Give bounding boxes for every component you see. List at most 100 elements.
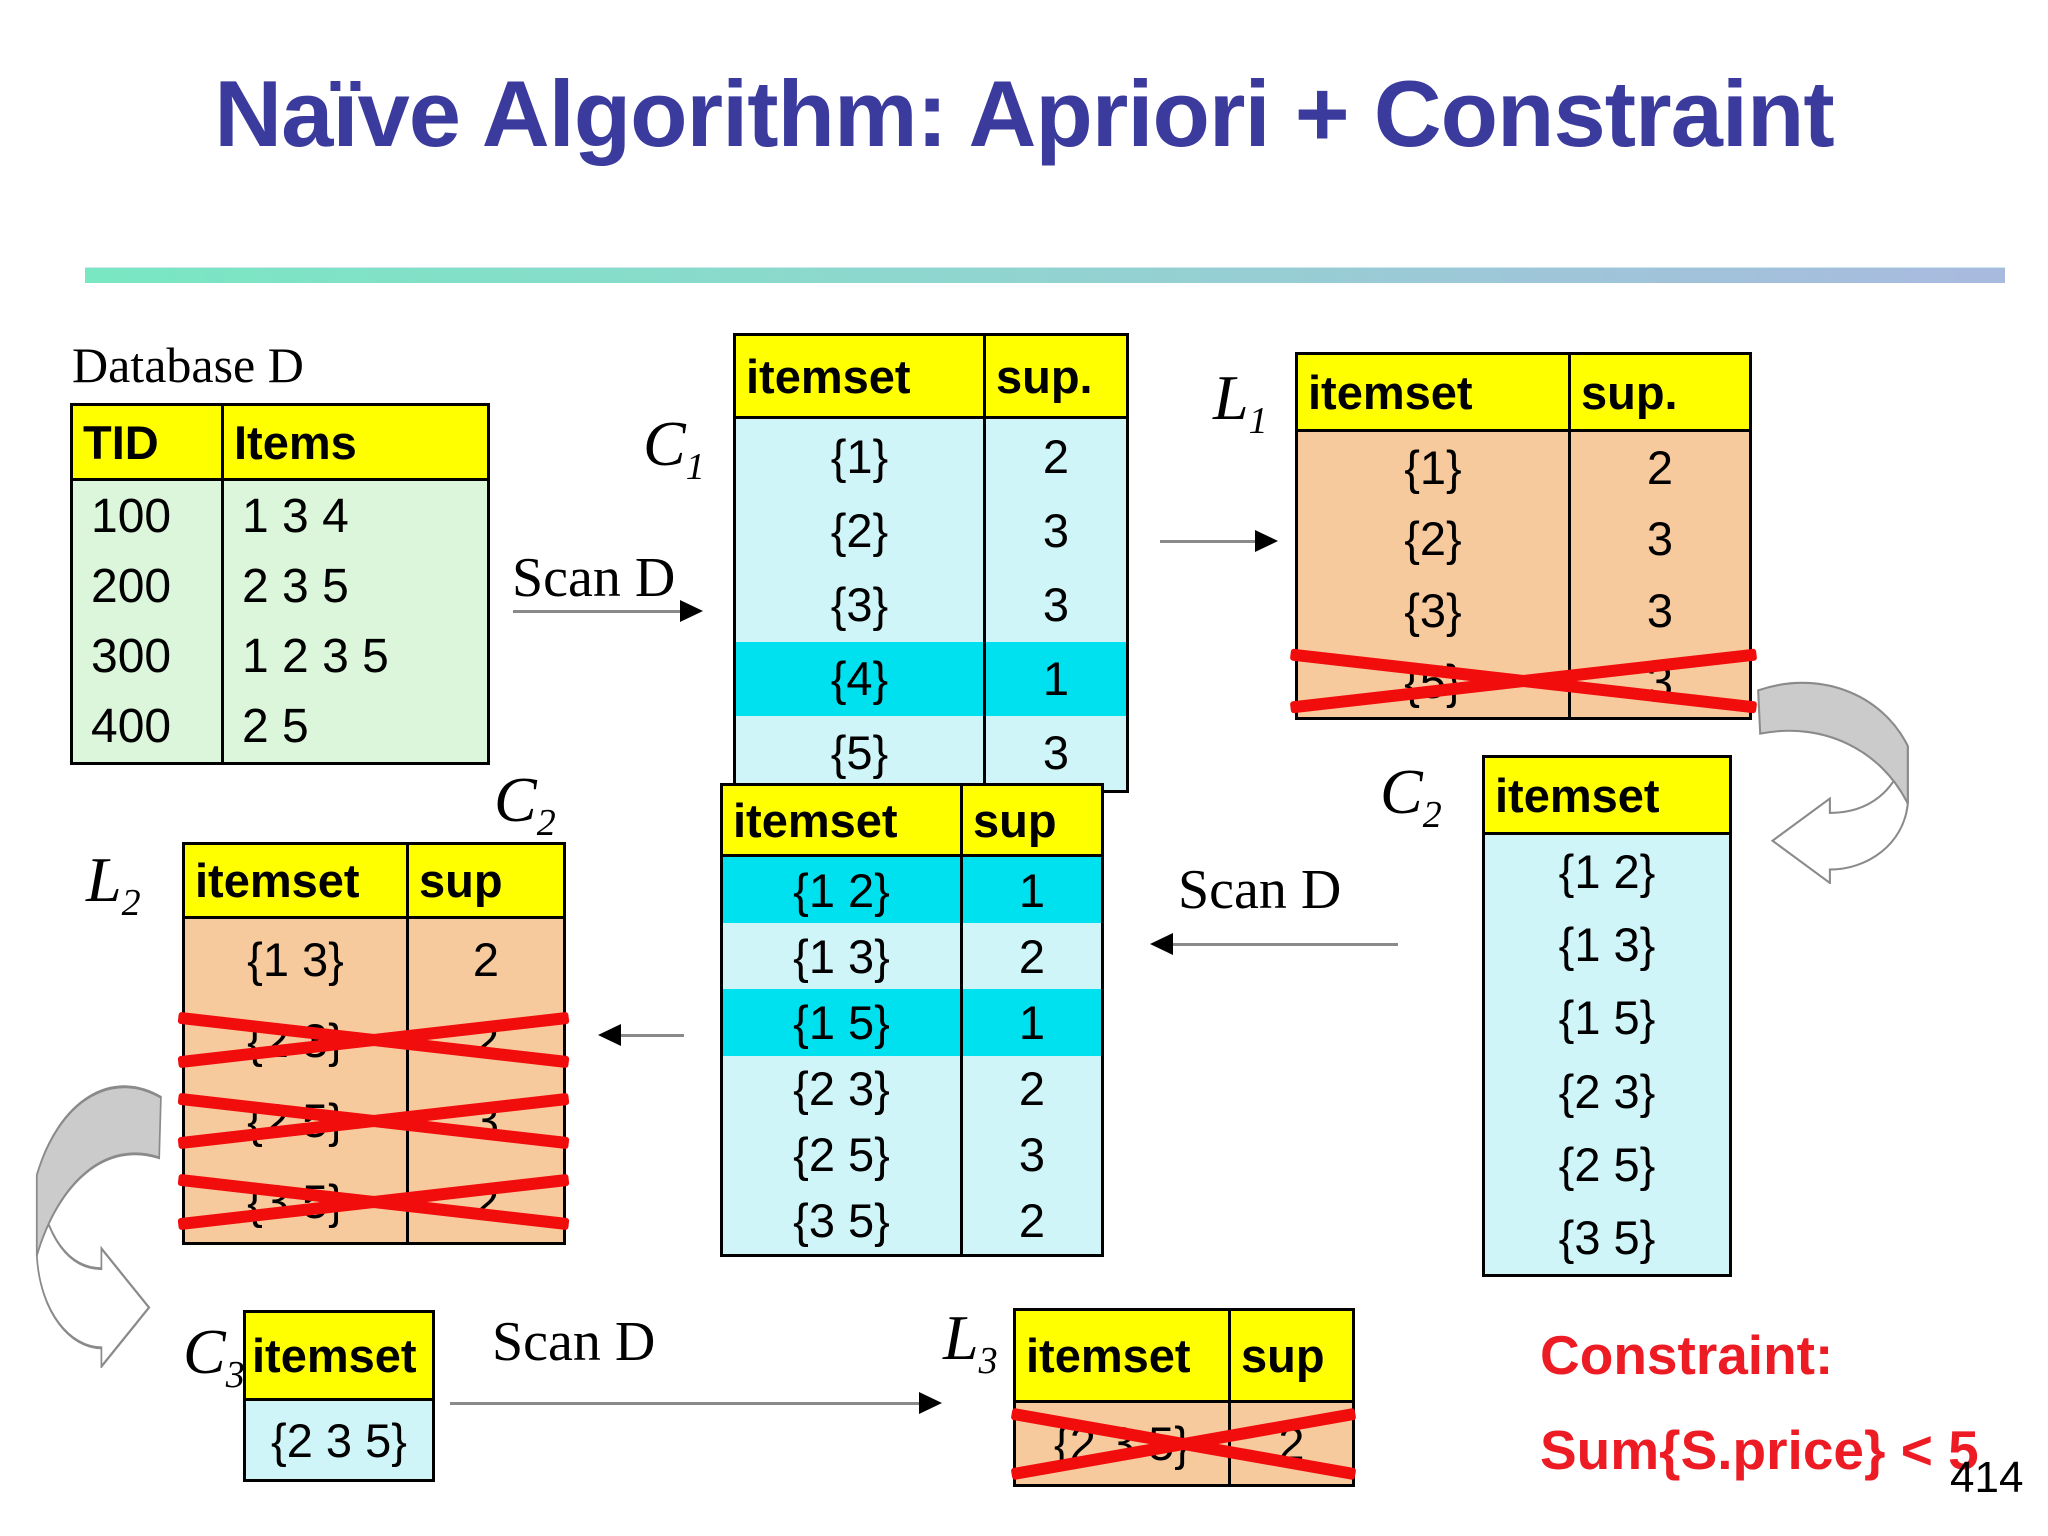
label-l1: L1 bbox=[1213, 366, 1268, 440]
table-row: {2 5} bbox=[1485, 1128, 1729, 1201]
column-header: itemset bbox=[252, 1329, 417, 1382]
table-cell: {1 3} bbox=[1558, 918, 1656, 972]
table-row: {2 3 5}2 bbox=[1010, 1403, 1358, 1484]
set-letter: L bbox=[943, 1302, 979, 1373]
table-cell: {2} bbox=[830, 503, 889, 557]
curved-arrow-icon bbox=[35, 1085, 162, 1368]
scan-d-label: Scan D bbox=[1178, 859, 1342, 921]
table-body: {1 2}1{1 3}2{1 5}1{2 3}2{2 5}3{3 5}2 bbox=[723, 857, 1101, 1255]
table-cell: 300 bbox=[91, 630, 172, 684]
table-cell: 2 bbox=[983, 419, 1126, 494]
set-letter: L bbox=[1213, 362, 1249, 433]
table-cell: 2 bbox=[406, 999, 563, 1081]
set-subscript: 2 bbox=[121, 881, 141, 924]
table-cell: 400 bbox=[91, 700, 172, 754]
scan-d-label: Scan D bbox=[512, 547, 676, 609]
set-subscript: 2 bbox=[1422, 793, 1442, 836]
table-cell: 3 bbox=[983, 715, 1126, 791]
table-row: {2 5}3 bbox=[178, 1080, 570, 1162]
table-header-row: itemset sup bbox=[185, 845, 563, 919]
table-body: {2 3 5}2 bbox=[1010, 1403, 1358, 1484]
table-header-row: itemset bbox=[1485, 758, 1729, 835]
table-cell: 1 3 4 bbox=[221, 481, 487, 552]
table-header-row: itemset sup. bbox=[1298, 355, 1749, 432]
label-c1: C1 bbox=[643, 412, 705, 486]
column-header: itemset bbox=[733, 793, 898, 847]
table-cell: {2 5} bbox=[247, 1094, 344, 1148]
table-cell: 2 bbox=[1228, 1403, 1352, 1484]
table-cell: 2 bbox=[960, 923, 1101, 990]
table-row: {1 3}2 bbox=[185, 919, 563, 1000]
table-row: {1 2} bbox=[1485, 835, 1729, 908]
table-cell: {1 2} bbox=[793, 863, 890, 917]
column-header: sup bbox=[960, 786, 1101, 854]
table-cell: 1 bbox=[960, 989, 1101, 1056]
label-c3: C3 bbox=[183, 1320, 245, 1394]
table-cell: 2 bbox=[1568, 432, 1749, 504]
scan-d-label: Scan D bbox=[492, 1311, 656, 1373]
table-row: {1 5} 1 bbox=[723, 989, 1101, 1056]
table-cell: {3} bbox=[1404, 583, 1462, 637]
table-cell: 2 5 bbox=[221, 691, 487, 762]
database-label: Database D bbox=[72, 337, 304, 393]
set-subscript: 3 bbox=[225, 1353, 245, 1396]
table-body: {1}2{2}3{3}3{5}3 bbox=[1289, 432, 1758, 717]
table-c3: itemset {2 3 5} bbox=[243, 1310, 435, 1482]
table-cell: 2 bbox=[406, 919, 563, 1000]
table-body: {2 3 5} bbox=[246, 1401, 432, 1479]
table-row: {1 5} bbox=[1485, 981, 1729, 1054]
table-cell: {1 5} bbox=[1558, 991, 1656, 1045]
table-c2-candidates: itemset {1 2}{1 3}{1 5}{2 3}{2 5}{3 5} bbox=[1482, 755, 1732, 1277]
set-letter: C bbox=[183, 1316, 226, 1387]
column-header: itemset bbox=[1026, 1329, 1191, 1382]
table-l1: itemset sup. {1}2{2}3{3}3{5}3 bbox=[1289, 352, 1758, 720]
set-letter: C bbox=[643, 408, 686, 479]
column-header: sup. bbox=[983, 336, 1126, 416]
arrow-right-icon bbox=[513, 600, 703, 622]
table-cell: {2 5} bbox=[1558, 1137, 1656, 1191]
table-cell: {2} bbox=[1404, 512, 1462, 566]
arrow-right-icon bbox=[1160, 530, 1278, 552]
table-cell: 3 bbox=[983, 567, 1126, 642]
table-cell: 1 bbox=[960, 857, 1101, 924]
table-row: {3}3 bbox=[736, 567, 1126, 642]
table-row: 400 2 5 bbox=[73, 691, 487, 762]
column-header: itemset bbox=[1495, 768, 1660, 822]
slide-title: Naïve Algorithm: Apriori + Constraint bbox=[214, 61, 1834, 166]
table-cell: {1 3} bbox=[793, 929, 890, 983]
table-row: {3 5}2 bbox=[723, 1187, 1101, 1255]
label-c2: C2 bbox=[1380, 760, 1442, 834]
constraint-line: Constraint: bbox=[1540, 1324, 1834, 1386]
table-header-row: TID Items bbox=[73, 406, 487, 481]
column-header: Items bbox=[221, 406, 487, 478]
table-cell: 1 2 3 5 bbox=[221, 621, 487, 692]
table-cell: 2 3 5 bbox=[221, 551, 487, 622]
table-cell: {1 5} bbox=[793, 995, 890, 1049]
table-row: {3 5} 2 bbox=[178, 1161, 570, 1242]
table-cell: 1 bbox=[983, 641, 1126, 716]
table-body: {1 2}{1 3}{1 5}{2 3}{2 5}{3 5} bbox=[1485, 835, 1729, 1274]
table-cell: {2 3} bbox=[247, 1013, 344, 1067]
set-letter: C bbox=[494, 764, 537, 835]
title-underline-rule bbox=[85, 267, 2005, 283]
set-subscript: 3 bbox=[978, 1339, 998, 1382]
column-header: TID bbox=[83, 415, 159, 469]
table-row: {2}3 bbox=[1298, 503, 1749, 575]
table-cell: {2 3} bbox=[793, 1062, 890, 1116]
table-cell: {2 3} bbox=[1558, 1064, 1656, 1118]
column-header: sup. bbox=[1568, 355, 1749, 429]
table-cell: 3 bbox=[1568, 645, 1749, 717]
table-cell: {1 2} bbox=[1558, 845, 1656, 899]
table-cell: 3 bbox=[1568, 574, 1749, 646]
page-number: 414 bbox=[1950, 1453, 2024, 1502]
table-row: {2 3} 2 bbox=[178, 999, 570, 1081]
table-row: {2 3} bbox=[1485, 1055, 1729, 1128]
table-row: {4}1 bbox=[736, 641, 1126, 716]
column-header: sup bbox=[406, 845, 563, 916]
set-letter: C bbox=[1380, 756, 1423, 827]
table-row: {1 3} 2 bbox=[723, 923, 1101, 990]
table-cell: 2 bbox=[406, 1161, 563, 1242]
table-cell: {3 5} bbox=[247, 1175, 344, 1229]
